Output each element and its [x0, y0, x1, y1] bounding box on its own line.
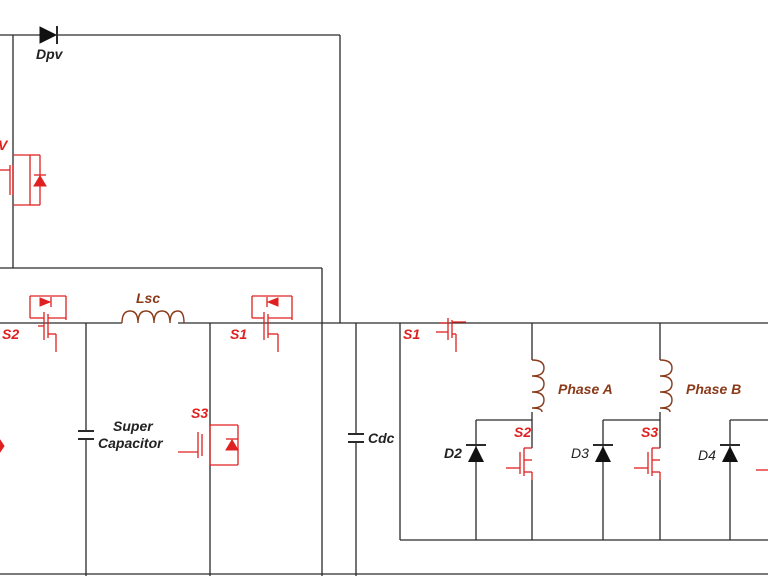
dpv-label: Dpv — [36, 46, 64, 62]
s2-switch-right — [506, 447, 533, 480]
s3-right-label: S3 — [641, 424, 658, 440]
s1-switch-left — [251, 295, 293, 352]
s2-left-label: S2 — [2, 326, 19, 342]
pv-switch — [0, 154, 47, 206]
d3-diode — [593, 444, 613, 462]
s1-right-label: S1 — [403, 326, 420, 342]
pv-loop-wires — [0, 34, 341, 576]
s1-switch-right — [436, 318, 466, 352]
d4-diode — [720, 444, 740, 462]
lsc-label: Lsc — [136, 290, 160, 306]
srm-wires — [399, 323, 768, 541]
cdc-capacitor — [348, 433, 364, 443]
supercapacitor-label-line2: Capacitor — [98, 435, 164, 451]
d4-label: D4 — [698, 447, 716, 463]
supercapacitor-symbol — [78, 430, 94, 440]
d2-label: D2 — [444, 445, 462, 461]
phase-a-winding — [531, 359, 545, 413]
s1-left-label: S1 — [230, 326, 247, 342]
phase-a-label: Phase A — [558, 381, 613, 397]
d3-label: D3 — [571, 445, 589, 461]
cdc-label: Cdc — [368, 430, 395, 446]
s2-right-label: S2 — [514, 424, 531, 440]
s3-switch-left — [178, 424, 239, 466]
lsc-inductor — [121, 310, 185, 324]
phase-b-winding — [659, 359, 673, 413]
pv-switch-label: V — [0, 137, 9, 153]
dpv-diode — [39, 26, 58, 44]
s2-switch-left — [29, 295, 67, 352]
s3-switch-right — [634, 447, 661, 480]
d2-diode — [466, 444, 486, 462]
supercapacitor-label-line1: Super — [113, 418, 154, 434]
s3-left-label: S3 — [191, 405, 208, 421]
left-edge-diode — [0, 439, 5, 453]
phase-b-label: Phase B — [686, 381, 741, 397]
